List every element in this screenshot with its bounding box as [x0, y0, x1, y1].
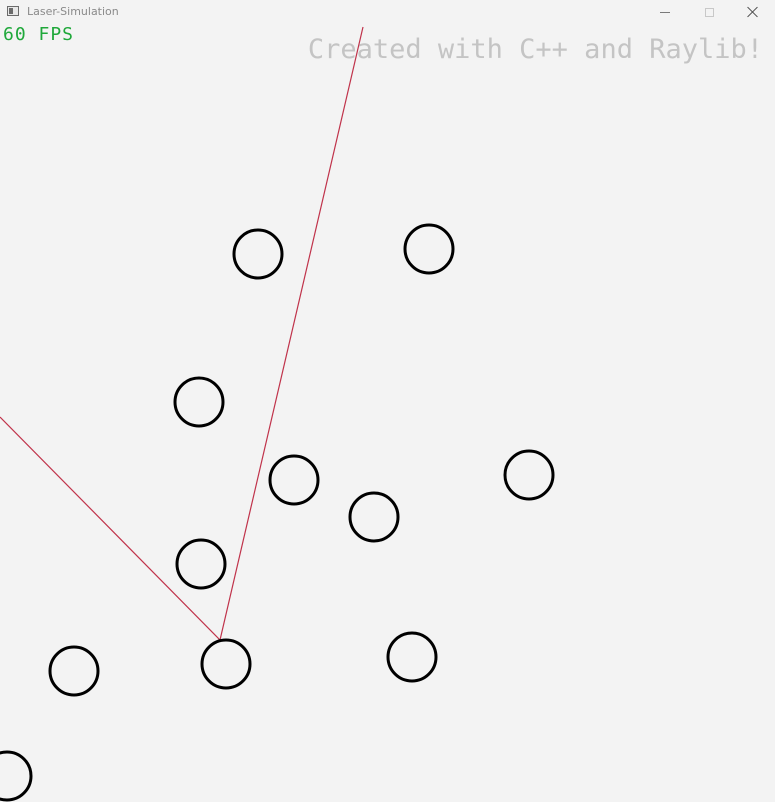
laser-beams: [0, 26, 364, 641]
obstacles: [0, 223, 555, 802]
obstacle-circle[interactable]: [403, 223, 455, 275]
obstacle-circle[interactable]: [48, 645, 100, 697]
obstacle-circle[interactable]: [503, 449, 555, 501]
obstacle-circle[interactable]: [348, 491, 400, 543]
title-bar[interactable]: Laser-Simulation: [0, 0, 775, 24]
minimize-icon: [660, 11, 670, 13]
obstacle-circle[interactable]: [200, 638, 252, 690]
obstacle-circle[interactable]: [0, 750, 33, 802]
simulation-canvas[interactable]: [0, 24, 775, 802]
obstacle-circle[interactable]: [268, 454, 320, 506]
obstacle-circle[interactable]: [173, 376, 225, 428]
app-window-icon: [7, 6, 19, 16]
laser-beam: [219, 26, 364, 641]
credit-text: Created with C++ and Raylib!: [307, 34, 763, 65]
laser-beam: [0, 416, 221, 641]
window-title: Laser-Simulation: [27, 5, 119, 18]
obstacle-circle[interactable]: [175, 538, 227, 590]
obstacle-circle[interactable]: [386, 631, 438, 683]
minimize-button[interactable]: [642, 0, 688, 24]
obstacle-circle[interactable]: [232, 228, 284, 280]
fps-counter: 60 FPS: [3, 24, 75, 45]
maximize-button[interactable]: [686, 0, 732, 24]
maximize-icon: [704, 7, 714, 17]
